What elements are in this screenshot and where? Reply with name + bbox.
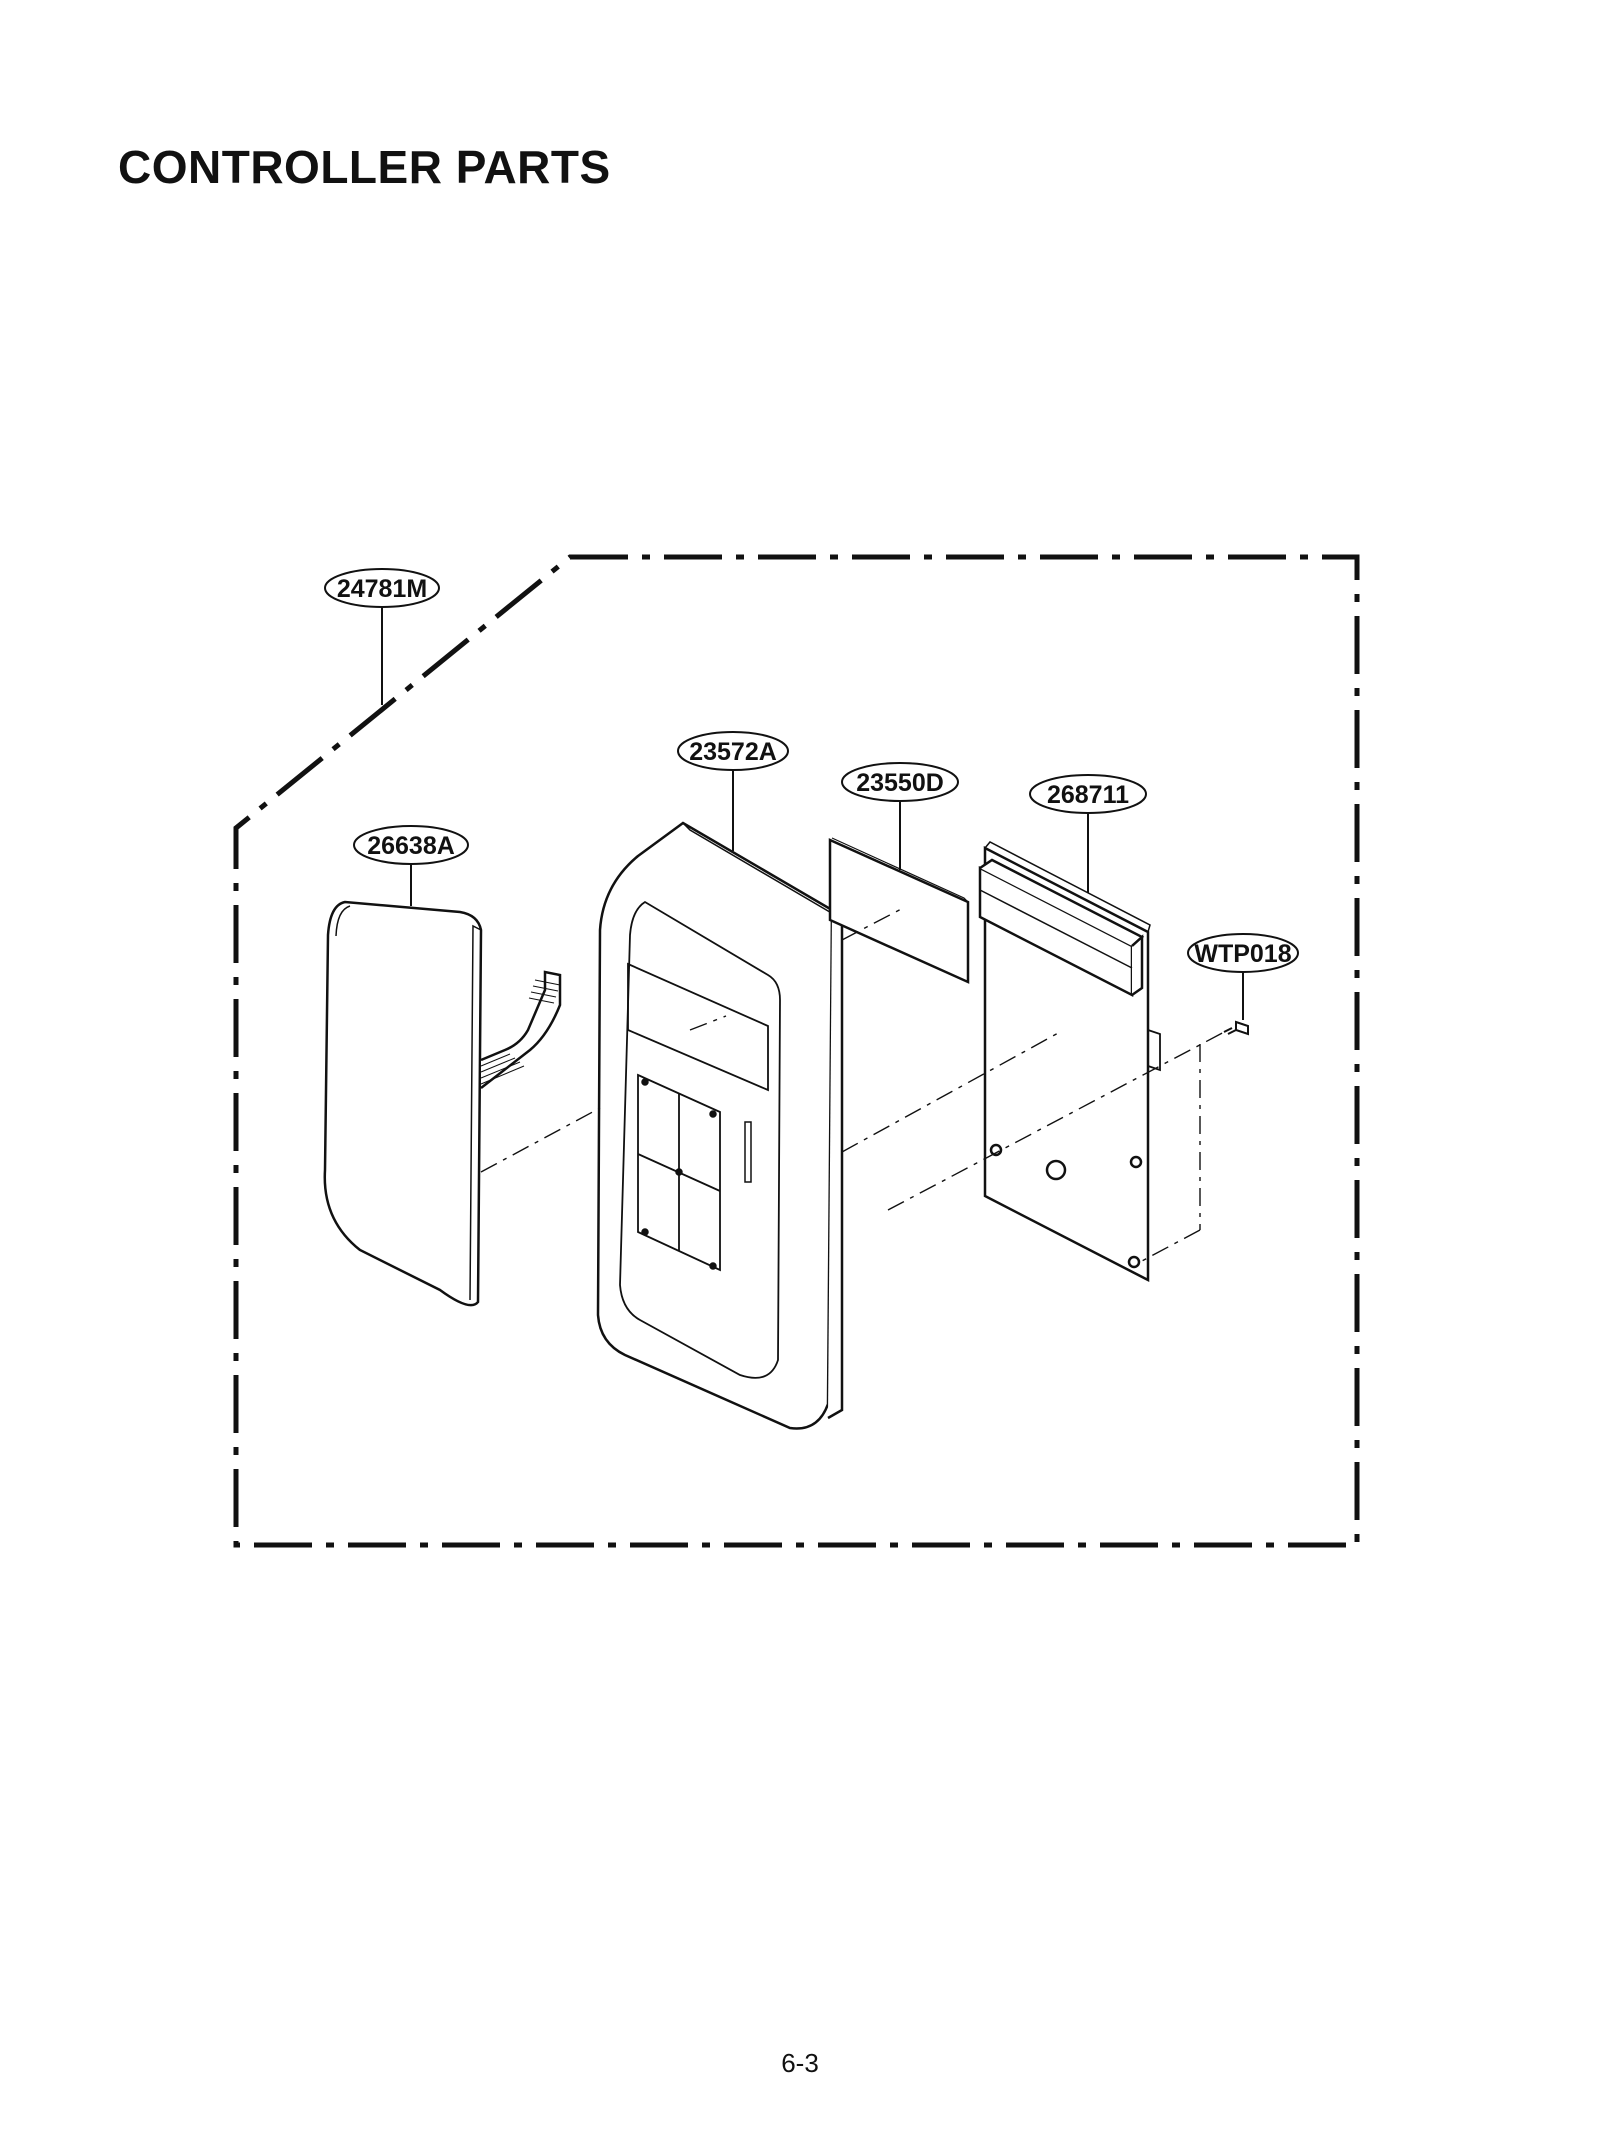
assembly-guide-lines — [480, 906, 1229, 1263]
page-number: 6-3 — [781, 2048, 819, 2078]
callout-label: 26638A — [367, 832, 455, 860]
screw-part — [1223, 1020, 1249, 1036]
membrane-switch-part — [323, 900, 562, 1307]
page-title: CONTROLLER PARTS — [118, 141, 611, 193]
callout-label: 23572A — [689, 738, 777, 766]
callout-label: WTP018 — [1194, 940, 1291, 968]
display-film-part — [828, 837, 970, 984]
callout-label: 23550D — [856, 769, 944, 797]
pcb-assembly-part — [978, 841, 1161, 1283]
leader-lines — [381, 602, 1244, 1020]
callout-23572A: 23572A — [677, 731, 789, 771]
callout-24781M: 24781M — [324, 568, 440, 608]
callout-23550D: 23550D — [841, 762, 959, 802]
callout-26638A: 26638A — [353, 825, 469, 865]
callout-label: 268711 — [1047, 781, 1129, 809]
callout-268711: 268711 — [1029, 774, 1147, 814]
control-panel-part — [596, 821, 844, 1430]
assembly-boundary — [233, 554, 1360, 1548]
callout-WTP018: WTP018 — [1187, 933, 1299, 973]
callout-label: 24781M — [337, 575, 427, 603]
